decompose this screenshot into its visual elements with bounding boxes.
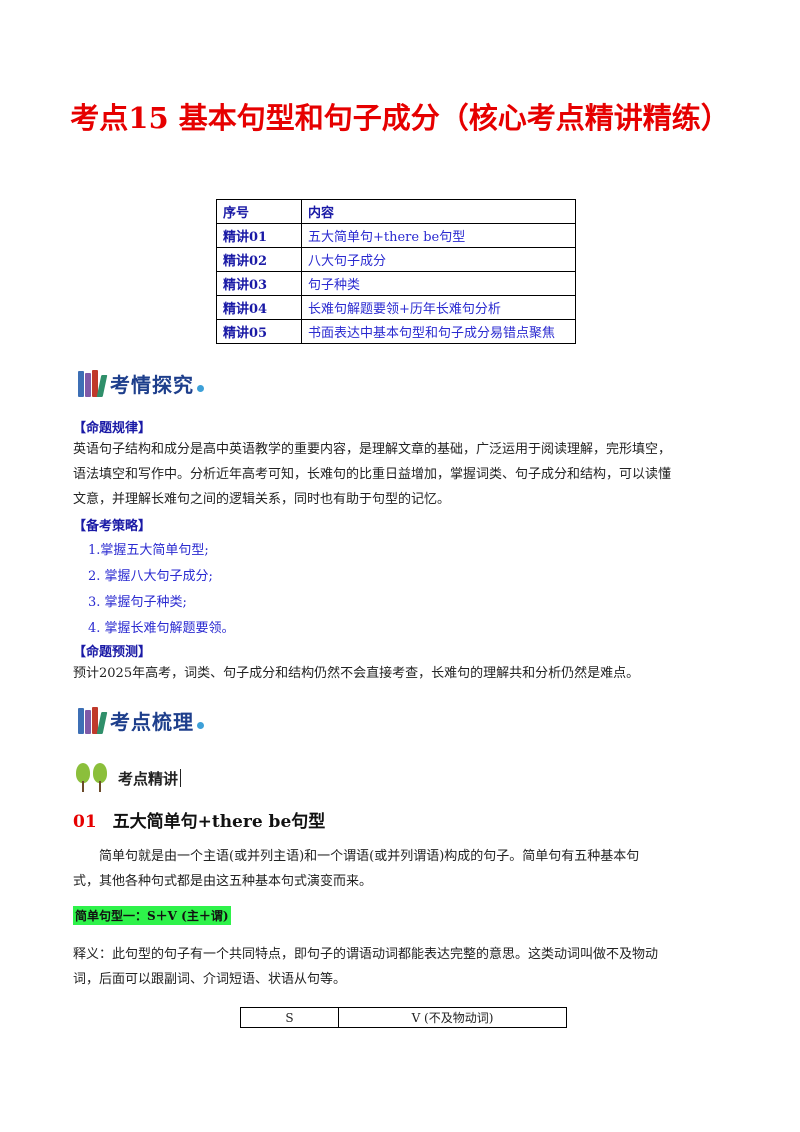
section-title: 五大简单句+there be句型 [112, 812, 326, 832]
forecast-text: 预计2025年高考，词类、句子成分和结构仍然不会直接考查，长难句的理解共和分析仍… [73, 666, 640, 681]
toc-row-num: 精讲03 [216, 271, 302, 296]
rule-line: 英语句子结构和成分是高中英语教学的重要内容，是理解文章的基础，广泛运用于阅读理解… [73, 442, 672, 457]
toc-row-num: 精讲01 [216, 223, 302, 248]
intro-line: 简单句就是由一个主语(或并列主语)和一个谓语(或并列谓语)构成的句子。简单句有五… [99, 849, 640, 864]
section-heading: 01 五大简单句+there be句型 [73, 807, 325, 832]
toc-row-num: 精讲02 [216, 247, 302, 272]
toc-row: 精讲04 长难句解题要领+历年长难句分析 [216, 295, 576, 320]
toc-header-row: 序号 内容 [216, 199, 576, 224]
sv-cell-s: S [240, 1007, 339, 1028]
strategy-item: 4. 掌握长难句解题要领。 [88, 621, 235, 636]
rule-paragraph: 英语句子结构和成分是高中英语教学的重要内容，是理解文章的基础，广泛运用于阅读理解… [73, 437, 729, 512]
toc-header-num: 序号 [216, 199, 302, 224]
dot-icon [197, 384, 204, 392]
toc-row-num: 精讲04 [216, 295, 302, 320]
sv-cell-v: V (不及物动词) [338, 1007, 567, 1028]
sub-banner: 考点精讲 [76, 762, 182, 794]
books-icon [78, 706, 108, 734]
explain-line: 词，后面可以跟副词、介词短语、状语从句等。 [73, 972, 347, 987]
toc-row-content: 句子种类 [301, 271, 576, 296]
strategy-item: 1.掌握五大简单句型; [88, 543, 209, 558]
dot-icon [197, 721, 204, 729]
pattern-explanation: 释义：此句型的句子有一个共同特点，即句子的谓语动词都能表达完整的意思。这类动词叫… [73, 942, 729, 992]
books-icon [78, 369, 108, 397]
forecast-label: 【命题预测】 [73, 645, 152, 660]
section-banner-review: 考点梳理 [78, 703, 204, 737]
banner-title: 考点梳理 [110, 709, 194, 734]
strategy-item: 3. 掌握句子种类; [88, 595, 187, 610]
sv-table: S V (不及物动词) [240, 1007, 567, 1028]
toc-row: 精讲03 句子种类 [216, 271, 576, 296]
toc-table: 序号 内容 精讲01 五大简单句+there be句型 精讲02 八大句子成分 … [216, 199, 576, 344]
page-title: 考点15 基本句型和句子成分（核心考点精讲精练） [70, 101, 730, 135]
text-cursor [180, 769, 182, 787]
banner-title: 考情探究 [110, 372, 194, 397]
toc-row: 精讲01 五大简单句+there be句型 [216, 223, 576, 248]
section-banner-exam-analysis: 考情探究 [78, 366, 204, 400]
pattern-heading: 简单句型一：S＋V (主＋谓) [73, 906, 231, 925]
explain-line: 释义：此句型的句子有一个共同特点，即句子的谓语动词都能表达完整的意思。这类动词叫… [73, 947, 659, 962]
strategy-label: 【备考策略】 [73, 519, 152, 534]
strategy-item: 2. 掌握八大句子成分; [88, 569, 213, 584]
sv-row: S V (不及物动词) [240, 1007, 567, 1028]
tree-icon [93, 763, 108, 793]
toc-row-content: 长难句解题要领+历年长难句分析 [301, 295, 576, 320]
toc-row: 精讲05 书面表达中基本句型和句子成分易错点聚焦 [216, 319, 576, 344]
rule-label: 【命题规律】 [73, 421, 152, 436]
intro-line: 式，其他各种句式都是由这五种基本句式演变而来。 [73, 874, 373, 889]
section-number: 01 [73, 812, 97, 832]
sub-banner-title: 考点精讲 [118, 769, 179, 788]
toc-row: 精讲02 八大句子成分 [216, 247, 576, 272]
toc-row-num: 精讲05 [216, 319, 302, 344]
toc-row-content: 八大句子成分 [301, 247, 576, 272]
toc-header-content: 内容 [301, 199, 576, 224]
rule-line: 文意，并理解长难句之间的逻辑关系，同时也有助于句型的记忆。 [73, 492, 451, 507]
toc-row-content: 书面表达中基本句型和句子成分易错点聚焦 [301, 319, 576, 344]
section-intro: 简单句就是由一个主语(或并列主语)和一个谓语(或并列谓语)构成的句子。简单句有五… [73, 844, 729, 894]
tree-icon [76, 763, 91, 793]
toc-row-content: 五大简单句+there be句型 [301, 223, 576, 248]
rule-line: 语法填空和写作中。分析近年高考可知，长难句的比重日益增加，掌握词类、句子成分和结… [73, 467, 672, 482]
